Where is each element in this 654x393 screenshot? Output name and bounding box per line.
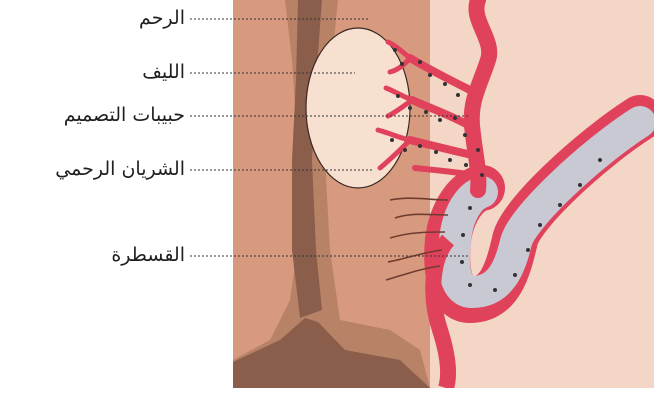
fibroid-shape (306, 28, 410, 188)
label-catheter: القسطرة (0, 244, 185, 266)
label-fibroid: الليف (0, 61, 185, 83)
label-uterus: الرحم (0, 7, 185, 29)
label-uterine-artery: الشريان الرحمي (0, 158, 185, 180)
label-embolization-beads: حبيبات التصميم (0, 104, 185, 126)
